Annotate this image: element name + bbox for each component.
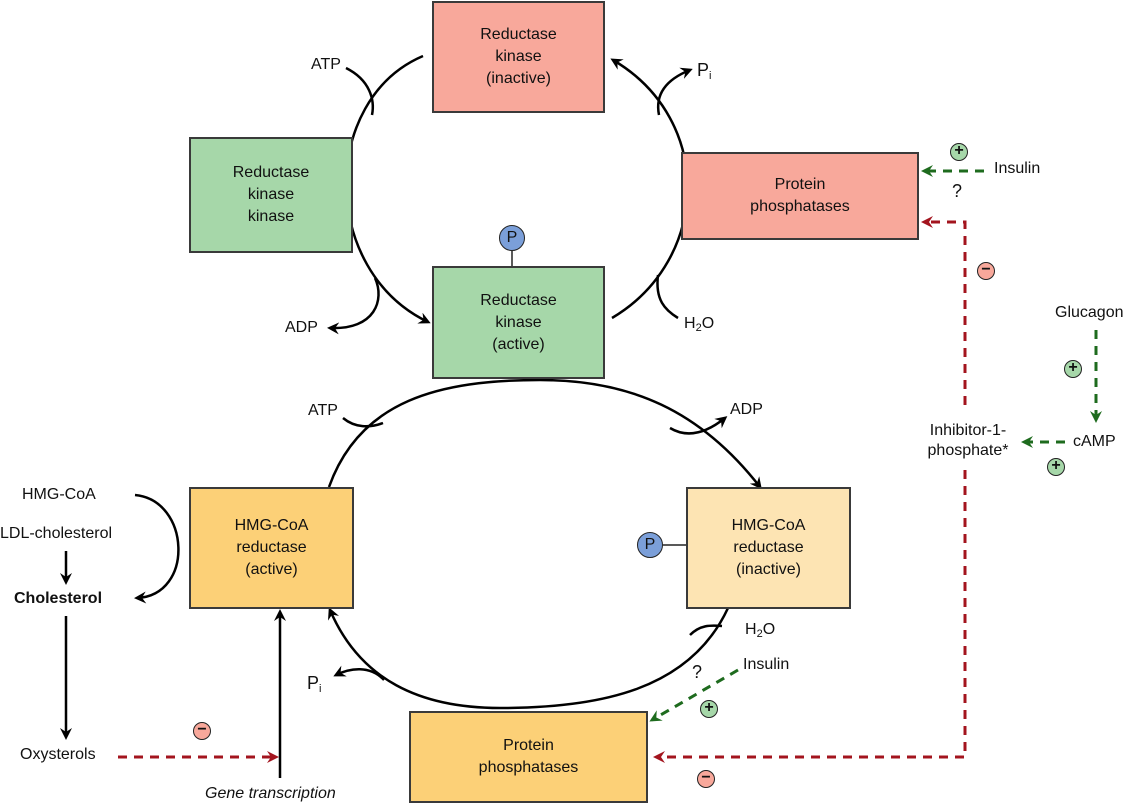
question-mark-bottom: ?: [692, 662, 703, 682]
h2o-top-label: H2O: [684, 315, 715, 334]
adp-bottom-label: ADP: [730, 401, 763, 418]
reductase-kinase-kinase-box: Reductase kinase kinase: [189, 137, 353, 253]
plus-sign-insulin-bottom: +: [700, 700, 718, 718]
phosphate-group-reductase: P: [637, 532, 663, 558]
atp-top-label: ATP: [311, 56, 341, 73]
atp-bottom-branch: [342, 417, 384, 428]
atp-bottom-label: ATP: [308, 402, 338, 419]
inhibitor-to-pp-top-arrow: [921, 216, 967, 405]
upper-cycle-left-arc: [345, 54, 431, 324]
glucagon-label: Glucagon: [1055, 304, 1124, 321]
inhibitor-1-phosphate-label: Inhibitor-1- phosphate*: [927, 422, 1009, 459]
upper-cycle-right-arc: [610, 58, 689, 320]
pi-top-label: Pi: [697, 60, 712, 82]
adp-bottom-branch: [669, 416, 728, 435]
pi-bottom-branch: [333, 665, 385, 681]
protein-phosphatases-bottom-box: Protein phosphatases: [409, 711, 648, 803]
lower-cycle-bottom-arc: [328, 607, 730, 710]
h2o-bottom-label: H2O: [745, 621, 776, 640]
plus-sign-insulin-top: +: [950, 143, 968, 161]
insulin-bottom-arrow: [649, 668, 739, 722]
hmg-coa-to-cholesterol: [134, 493, 180, 604]
oxysterols-label: Oxysterols: [20, 746, 96, 763]
insulin-bottom-label: Insulin: [743, 656, 790, 673]
minus-sign-oxysterols: −: [193, 722, 211, 740]
hmg-coa-label: HMG-CoA: [22, 486, 96, 503]
ldl-cholesterol-label: LDL-cholesterol: [0, 525, 113, 542]
plus-sign-camp: +: [1047, 458, 1065, 476]
adp-top-label: ADP: [285, 319, 318, 336]
pi-bottom-label: Pi: [307, 673, 322, 695]
h2o-top-branch: [656, 274, 679, 320]
protein-phosphatases-top-box: Protein phosphatases: [681, 152, 919, 240]
minus-sign-inhibitor-top: −: [977, 262, 995, 280]
pi-top-branch: [656, 67, 693, 116]
insulin-top-label: Insulin: [994, 160, 1041, 177]
phosphate-group-kinase: P: [499, 225, 525, 251]
hmg-coa-reductase-inactive-box: HMG-CoA reductase (inactive): [686, 487, 851, 609]
lower-cycle-top-arc: [327, 378, 762, 490]
question-mark-top: ?: [952, 181, 963, 201]
minus-sign-inhibitor-bottom: −: [697, 770, 715, 788]
camp-label: cAMP: [1073, 433, 1116, 450]
hmg-coa-reductase-active-box: HMG-CoA reductase (active): [189, 487, 354, 609]
plus-sign-glucagon: +: [1064, 360, 1082, 378]
gene-transcription-label: Gene transcription: [205, 785, 336, 802]
reductase-kinase-active-box: Reductase kinase (active): [432, 266, 605, 379]
cholesterol-label: Cholesterol: [14, 590, 103, 607]
reductase-kinase-inactive-box: Reductase kinase (inactive): [432, 1, 605, 113]
atp-top-branch: [345, 66, 374, 116]
h2o-bottom-branch: [689, 624, 723, 636]
adp-top-branch: [327, 277, 380, 335]
